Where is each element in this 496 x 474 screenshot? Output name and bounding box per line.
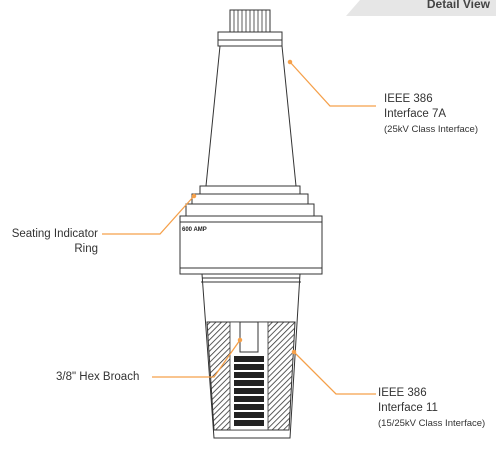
callout-interface-11-line2: Interface 11: [378, 402, 438, 414]
cutaway-section: [206, 321, 296, 431]
callout-interface-7a-line1: IEEE 386: [384, 93, 433, 105]
shoulder-ring-3: [185, 203, 315, 217]
upper-taper: [205, 45, 297, 187]
callout-interface-11-line1: IEEE 386: [378, 387, 427, 399]
detail-view-label: Detail View: [426, 0, 490, 11]
leader-interface-7a: [289, 61, 376, 107]
callout-interface-7a-line2: Interface 7A: [384, 108, 447, 120]
main-band: [179, 215, 323, 275]
shoulder-ring-2: [191, 193, 309, 205]
callout-interface-7a: IEEE 386 Interface 7A (25kV Class Interf…: [384, 92, 478, 137]
callout-seating-ring-line1: Seating Indicator: [11, 228, 98, 240]
threaded-insert: [234, 356, 264, 426]
leader-seating-ring: [102, 195, 195, 235]
leader-interface-11: [293, 351, 376, 395]
callout-interface-7a-line3: (25kV Class Interface): [384, 124, 478, 135]
shoulder-ring-1: [199, 185, 301, 195]
hex-broach-cavity: [239, 321, 259, 353]
top-collar: [217, 31, 283, 47]
leader-hex-broach: [152, 339, 241, 378]
detail-view-tab: [346, 0, 496, 16]
rating-marking: 600 AMP: [182, 227, 207, 233]
callout-seating-ring-line2: Ring: [74, 243, 98, 255]
callout-hex-broach-line1: 3/8" Hex Broach: [56, 371, 140, 383]
callout-hex-broach: 3/8" Hex Broach: [56, 370, 139, 385]
callout-interface-11: IEEE 386 Interface 11 (15/25kV Class Int…: [378, 386, 485, 431]
callout-seating-ring: Seating Indicator Ring: [0, 227, 98, 257]
callout-interface-11-line3: (15/25kV Class Interface): [378, 418, 486, 429]
